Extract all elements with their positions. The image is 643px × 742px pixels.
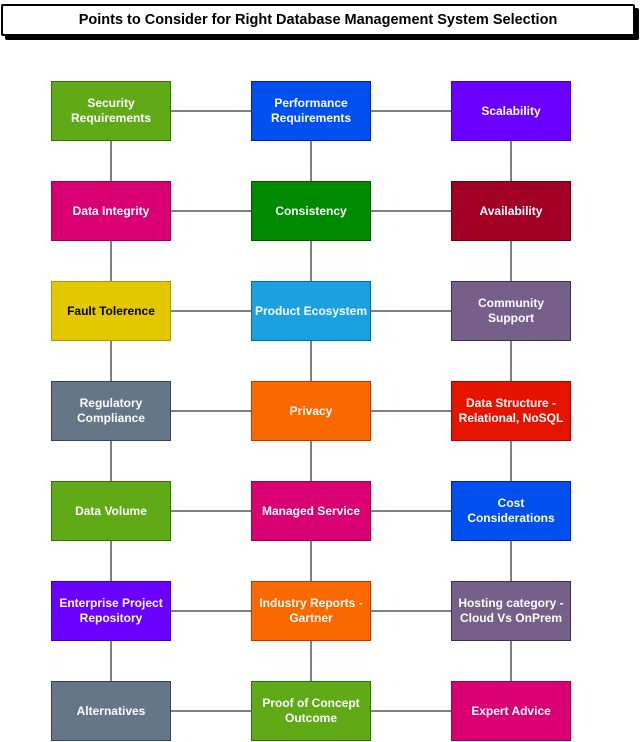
node-managed-service: Managed Service (251, 481, 371, 541)
node-privacy: Privacy (251, 381, 371, 441)
node-cost-considerations: Cost Considerations (451, 481, 571, 541)
node-consistency: Consistency (251, 181, 371, 241)
node-enterprise-project-repository: Enterprise Project Repository (51, 581, 171, 641)
node-security: Security Requirements (51, 81, 171, 141)
node-product-ecosystem: Product Ecosystem (251, 281, 371, 341)
node-regulatory-compliance: Regulatory Compliance (51, 381, 171, 441)
node-data-structure: Data Structure - Relational, NoSQL (451, 381, 571, 441)
node-performance: Performance Requirements (251, 81, 371, 141)
node-proof-of-concept: Proof of Concept Outcome (251, 681, 371, 741)
node-fault-tolerence: Fault Tolerence (51, 281, 171, 341)
node-availability: Availability (451, 181, 571, 241)
node-industry-reports: Industry Reports - Gartner (251, 581, 371, 641)
diagram-title: Points to Consider for Right Database Ma… (1, 4, 635, 36)
node-expert-advice: Expert Advice (451, 681, 571, 741)
node-community-support: Community Support (451, 281, 571, 341)
node-data-volume: Data Volume (51, 481, 171, 541)
node-data-integrity: Data Integrity (51, 181, 171, 241)
node-scalability: Scalability (451, 81, 571, 141)
node-hosting-category: Hosting category - Cloud Vs OnPrem (451, 581, 571, 641)
node-alternatives: Alternatives (51, 681, 171, 741)
